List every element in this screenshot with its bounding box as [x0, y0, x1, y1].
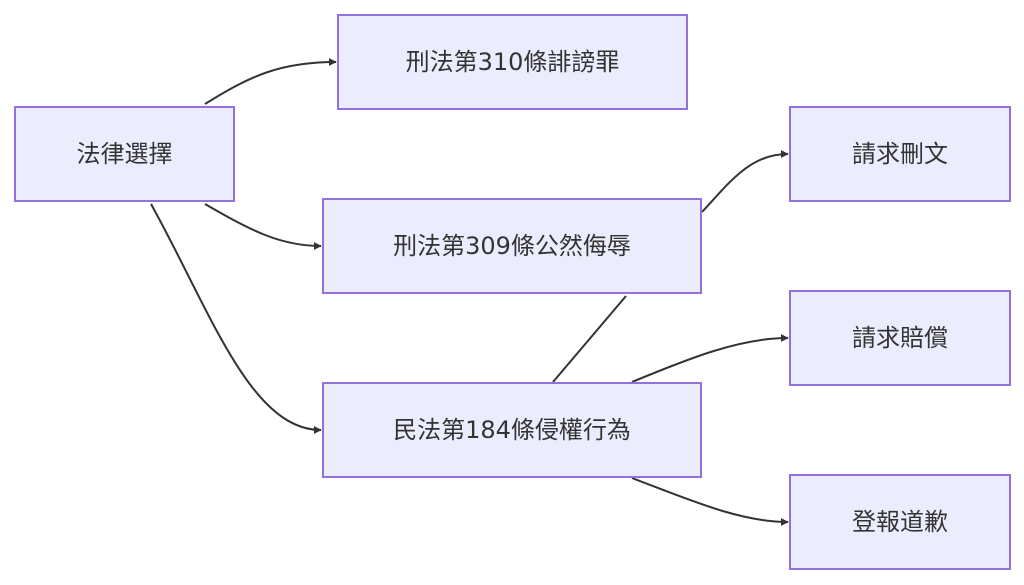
node-public-apology-label: 登報道歉: [852, 508, 948, 536]
node-criminal-art-310-label: 刑法第310條誹謗罪: [405, 48, 620, 76]
edge-art184-to-compensation: [631, 334, 789, 383]
edge-law-choice-to-art309: [204, 203, 322, 250]
node-law-choice-label: 法律選擇: [76, 140, 173, 168]
node-law-choice: 法律選擇: [14, 106, 235, 202]
node-request-delete-post-label: 請求刪文: [852, 140, 948, 168]
node-request-compensation-label: 請求賠償: [852, 324, 948, 352]
edge-art184-to-apology: [631, 477, 789, 526]
node-criminal-art-310: 刑法第310條誹謗罪: [337, 14, 688, 110]
node-request-delete-post: 請求刪文: [789, 106, 1011, 202]
edge-art184-to-delete: [552, 154, 788, 383]
node-request-compensation: 請求賠償: [789, 290, 1011, 386]
node-criminal-art-309-label: 刑法第309條公然侮辱: [393, 232, 631, 260]
node-civil-art-184-label: 民法第184條侵權行為: [393, 416, 631, 444]
node-public-apology: 登報道歉: [789, 474, 1011, 570]
node-criminal-art-309: 刑法第309條公然侮辱: [322, 198, 702, 294]
edge-law-choice-to-art310: [204, 58, 337, 105]
edge-law-choice-to-art184: [150, 203, 322, 434]
node-civil-art-184: 民法第184條侵權行為: [322, 382, 702, 478]
